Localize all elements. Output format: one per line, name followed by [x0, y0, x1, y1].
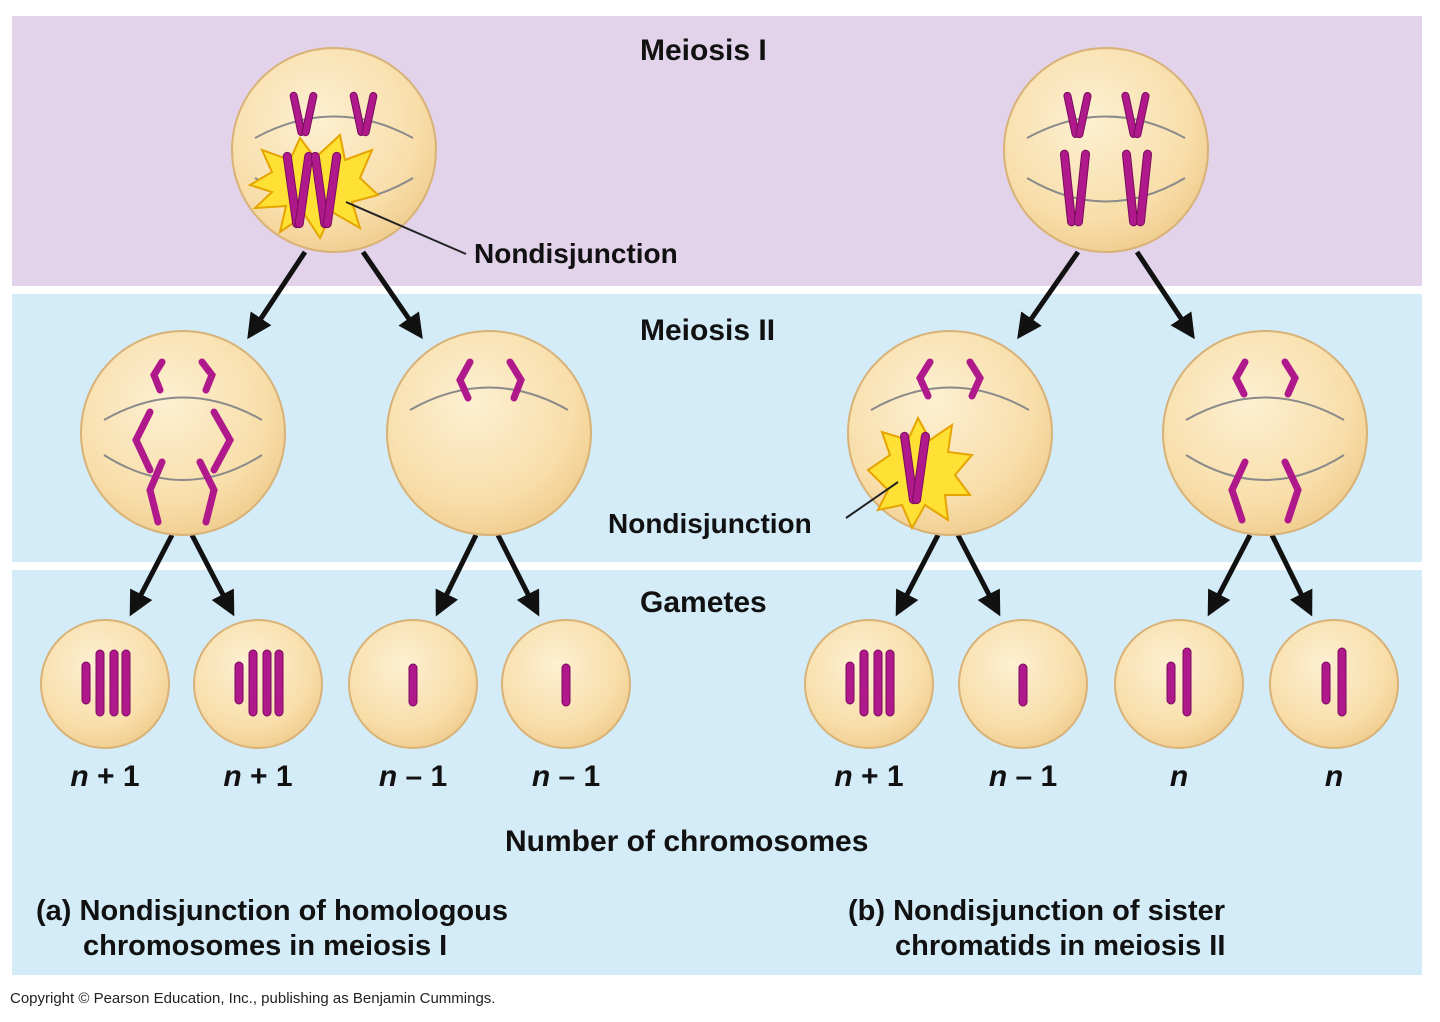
- cell-meiosis2-b1: [847, 330, 1053, 536]
- gamete-3: [348, 619, 478, 749]
- gamete-7: [1114, 619, 1244, 749]
- arrow: [360, 250, 423, 340]
- spindle: [254, 115, 414, 139]
- gamete-count: n – 1: [988, 760, 1058, 793]
- meiosis1-title: Meiosis I: [640, 34, 767, 67]
- arrow: [129, 533, 175, 617]
- gamete-5: [804, 619, 934, 749]
- gamete-count: n + 1: [834, 760, 904, 793]
- arrow: [1134, 250, 1195, 340]
- gamete-6: [958, 619, 1088, 749]
- spindle: [1185, 454, 1345, 481]
- arrow: [1269, 533, 1313, 617]
- gamete-count: n + 1: [223, 760, 293, 793]
- cell-meiosis2-a2: [386, 330, 592, 536]
- spindle: [1185, 396, 1345, 421]
- caption-b-line1: (b) Nondisjunction of sister: [848, 895, 1225, 927]
- arrow: [895, 533, 941, 617]
- cell-meiosis2-a1: [80, 330, 286, 536]
- arrow: [495, 533, 540, 617]
- gametes-title: Gametes: [640, 586, 767, 619]
- spindle: [1026, 177, 1186, 203]
- spindle: [409, 386, 569, 411]
- gamete-8: [1269, 619, 1399, 749]
- gamete-2: [193, 619, 323, 749]
- gamete-count: n: [1324, 760, 1344, 793]
- arrow: [1017, 250, 1081, 340]
- nondisjunction-label-b: Nondisjunction: [608, 508, 812, 539]
- spindle: [103, 396, 263, 421]
- arrow: [435, 533, 479, 617]
- cell-meiosis1-a: [231, 47, 437, 253]
- spindle: [870, 386, 1030, 411]
- arrow: [955, 533, 1001, 617]
- caption-b-line2: chromatids in meiosis II: [895, 930, 1226, 962]
- cell-meiosis1-b: [1003, 47, 1209, 253]
- gamete-count: n – 1: [378, 760, 448, 793]
- meiosis2-title: Meiosis II: [640, 314, 776, 347]
- callout-line: [845, 481, 899, 519]
- spindle: [103, 454, 263, 481]
- cell-meiosis2-b2: [1162, 330, 1368, 536]
- nondisjunction-burst: [247, 133, 380, 241]
- chromosome-count-label: Number of chromosomes: [505, 825, 869, 858]
- gamete-count: n – 1: [531, 760, 601, 793]
- caption-a-line2: chromosomes in meiosis I: [83, 930, 448, 962]
- callout-line: [345, 201, 467, 255]
- gamete-4: [501, 619, 631, 749]
- spindle: [1026, 115, 1186, 139]
- arrows: [129, 250, 1313, 617]
- arrow: [1207, 533, 1253, 617]
- gamete-count: n: [1169, 760, 1189, 793]
- arrow: [189, 533, 235, 617]
- arrow: [247, 250, 308, 340]
- copyright-text: Copyright © Pearson Education, Inc., pub…: [10, 990, 496, 1007]
- nondisjunction-label-a: Nondisjunction: [474, 238, 678, 269]
- gamete-1: [40, 619, 170, 749]
- caption-a-line1: (a) Nondisjunction of homologous: [36, 895, 508, 927]
- gamete-count: n + 1: [70, 760, 140, 793]
